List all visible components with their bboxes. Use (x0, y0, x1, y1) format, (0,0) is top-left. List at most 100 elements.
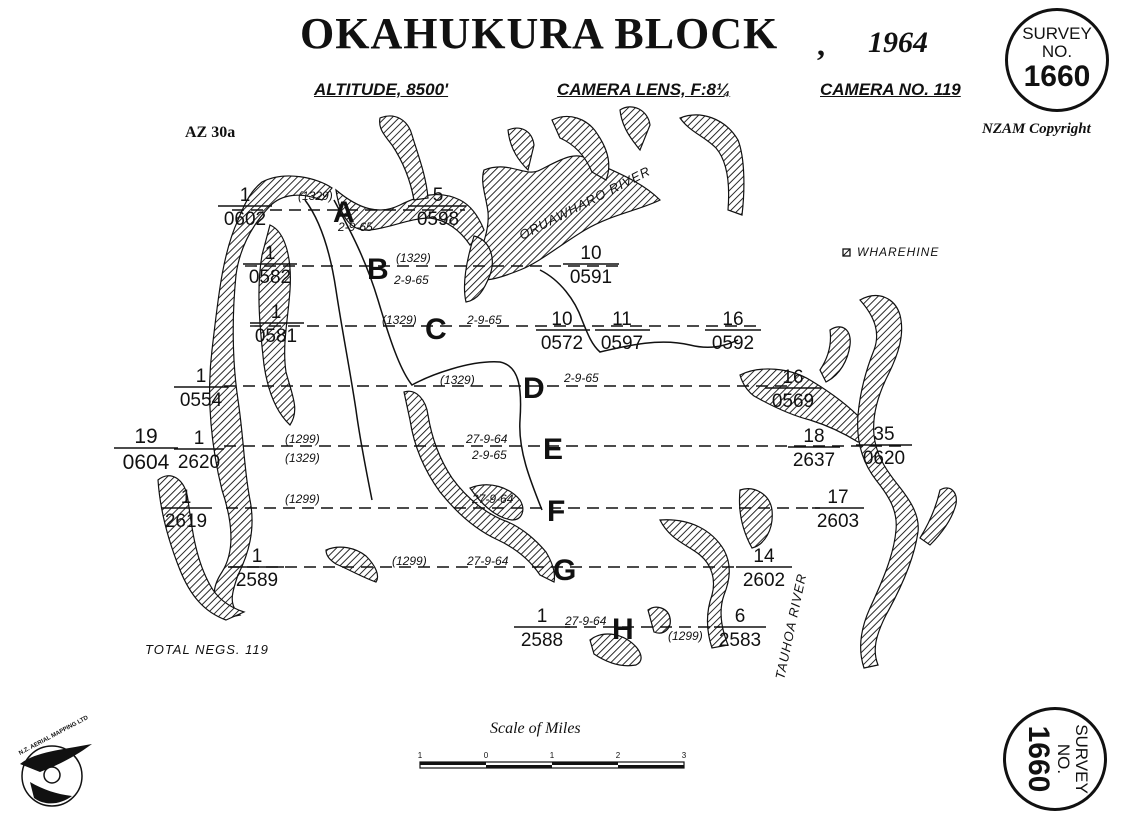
frame-start-g: 1 2589 (230, 546, 284, 591)
frame-top: 10 (551, 309, 572, 330)
frame-bottom: 2583 (719, 630, 761, 651)
frame-start-h: 1 2588 (514, 606, 570, 651)
run-date2-e: 2-9-65 (471, 448, 507, 462)
run-letter-e: E (543, 433, 563, 466)
run-date-c: 2-9-65 (466, 313, 502, 327)
north-creek-3 (551, 115, 610, 181)
run-letter-a: A (333, 196, 355, 229)
frame-end-f: 17 2603 (812, 487, 864, 532)
scale-bar: 1 0 1 2 3 (418, 751, 687, 769)
frame-bottom: 0581 (255, 326, 297, 347)
west-spit (258, 224, 296, 426)
east-coast (857, 295, 919, 669)
frame-top: 1 (537, 606, 548, 627)
frame-top: 10 (580, 243, 601, 264)
frame-start-b: 1 0582 (243, 243, 297, 288)
frame-bottom: 0591 (570, 267, 612, 288)
run-tag-c: (1329) (382, 313, 417, 327)
frame-bottom: 2588 (521, 630, 563, 651)
frame-top: 1 (271, 302, 282, 323)
scale-tick: 0 (484, 751, 489, 760)
southwest-spit (157, 475, 246, 621)
frame-top: 1 (194, 428, 205, 449)
run-date-g: 27-9-64 (466, 554, 509, 568)
frame-extra-c-1: 11 0597 (595, 309, 650, 354)
run-letter-f: F (547, 495, 565, 528)
inland-ridge-west (304, 199, 373, 501)
north-creek-4 (619, 106, 651, 152)
north-spit-b (463, 235, 493, 303)
frame-top: 5 (433, 185, 444, 206)
frame-top: 16 (722, 309, 743, 330)
frame-bottom: 2602 (743, 570, 785, 591)
north-creek-5 (679, 114, 745, 216)
frame-end2-e: 35 0620 (856, 424, 912, 469)
coastline-shapes (157, 106, 957, 669)
frame-top: 6 (735, 606, 746, 627)
frame-end-d: 16 0569 (765, 367, 821, 412)
survey-number-badge: SURVEY NO. 1660 (1005, 8, 1109, 112)
run-tag-f: (1299) (285, 492, 320, 506)
west-peninsula (209, 175, 333, 619)
badge-no-text: NO. (1041, 42, 1073, 61)
frame-top: 18 (803, 426, 824, 447)
frame-extra-c-2: 16 0592 (705, 309, 761, 354)
run-letter-h: H (612, 613, 634, 646)
frame-bottom: 0592 (712, 333, 754, 354)
frame-top: 17 (827, 487, 848, 508)
frame-top: 19 (134, 425, 157, 448)
run-tag-h: (1299) (668, 629, 703, 643)
frame-bottom: 0582 (249, 267, 291, 288)
river-link (539, 269, 739, 353)
map-year: 1964 (868, 26, 928, 59)
frame-top: 1 (252, 546, 263, 567)
frame-bottom: 2637 (793, 450, 835, 471)
map-title: OKAHUKURA BLOCK (300, 9, 779, 58)
flight-lines (224, 209, 902, 628)
mid-bay (469, 484, 524, 521)
run-tag-g: (1299) (392, 554, 427, 568)
scale-bar-segment (552, 762, 618, 765)
frame-end-e: 18 2637 (788, 426, 840, 471)
mid-estuary (403, 390, 556, 583)
run-date-b: 2-9-65 (393, 273, 429, 287)
run-tag-d: (1329) (440, 373, 475, 387)
frame-top: 1 (196, 366, 207, 387)
frame-top: 1 (240, 185, 251, 206)
frame-end-h: 6 2583 (714, 606, 766, 651)
scale-tick: 1 (550, 751, 555, 760)
frame-bottom: 0597 (601, 333, 643, 354)
locality-marker-icon (842, 248, 851, 257)
run-date-e: 27-9-64 (465, 432, 508, 446)
frame-start-e: 19 0604 (114, 425, 178, 474)
locality-marker-icon-cross (842, 248, 851, 257)
southeast-tongue (738, 488, 773, 549)
run-tag2-e: (1329) (285, 451, 320, 465)
badge-number: 1660 (1023, 60, 1091, 93)
run-letter-g: G (553, 554, 576, 587)
scale-bar-segment (618, 765, 684, 768)
frame-bottom: 2603 (817, 511, 859, 532)
north-creek-1 (379, 115, 429, 201)
oruawharo-inlet (469, 155, 662, 281)
north-creek-2 (507, 127, 535, 172)
frame-end-b: 10 0591 (563, 243, 619, 288)
frame-start-a: 1 0602 (218, 185, 272, 230)
frame-top: 35 (873, 424, 894, 445)
scale-tick: 2 (616, 751, 621, 760)
frame-bottom: 0554 (180, 390, 223, 411)
run-tag-b: (1329) (396, 251, 431, 265)
run-letter-c: C (425, 313, 447, 346)
scale-tick: 3 (682, 751, 687, 760)
title-separator: , (817, 26, 825, 62)
south-islet (589, 633, 642, 667)
altitude-label: ALTITUDE, 8500' (314, 80, 449, 99)
scale-bar-segment (420, 762, 486, 765)
southwest-arm (325, 546, 379, 583)
scale-tick: 1 (418, 751, 423, 760)
run-letter-b: B (367, 253, 389, 286)
frame-bottom: 0604 (123, 451, 170, 474)
frame-bottom: 0569 (772, 391, 814, 412)
badge-survey-text: SURVEY (1022, 24, 1092, 43)
frame-start2-e: 1 2620 (174, 428, 224, 473)
